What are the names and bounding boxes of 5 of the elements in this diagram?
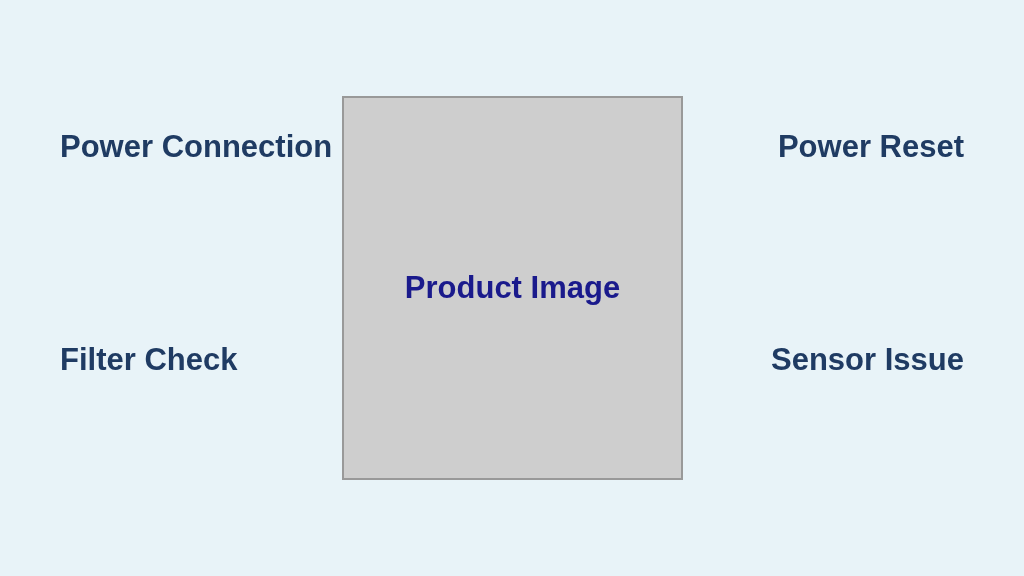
feature-label: Filter Check <box>60 342 238 378</box>
feature-label: Power Connection <box>60 129 333 165</box>
placeholder-panel: Product Image <box>342 96 683 480</box>
feature-label: Sensor Issue <box>771 342 964 378</box>
feature-label: Power Reset <box>777 129 964 165</box>
